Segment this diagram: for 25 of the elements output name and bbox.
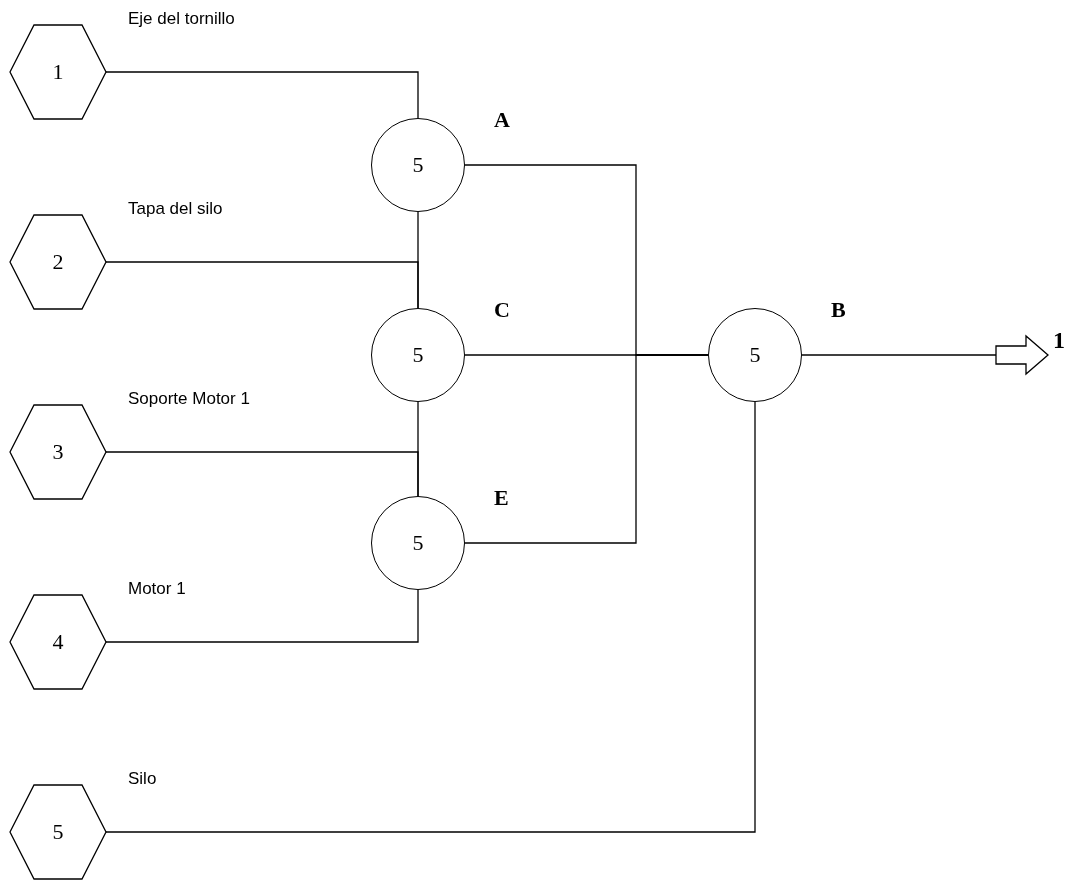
connector-line bbox=[105, 71, 419, 119]
node-number: 4 bbox=[52, 629, 64, 655]
node-number: 1 bbox=[52, 59, 64, 85]
operation-letter: A bbox=[494, 107, 510, 133]
node-number: 5 bbox=[412, 152, 424, 178]
part-name: Tapa del silo bbox=[128, 199, 223, 219]
connector-line bbox=[105, 401, 756, 833]
part-name: Soporte Motor 1 bbox=[128, 389, 250, 409]
connector-line bbox=[105, 589, 419, 643]
connector-line bbox=[417, 211, 419, 309]
node-number: 5 bbox=[749, 342, 761, 368]
node-number: 5 bbox=[412, 530, 424, 556]
operation-letter: B bbox=[831, 297, 846, 323]
connector-line bbox=[417, 401, 419, 497]
node-number: 5 bbox=[52, 819, 64, 845]
operation-letter: E bbox=[494, 485, 509, 511]
connector-line bbox=[464, 354, 709, 544]
node-number: 2 bbox=[52, 249, 64, 275]
part-name: Motor 1 bbox=[128, 579, 186, 599]
part-name: Silo bbox=[128, 769, 157, 789]
part-name: Eje del tornillo bbox=[128, 9, 235, 29]
operation-letter: C bbox=[494, 297, 510, 323]
node-number: 3 bbox=[52, 439, 64, 465]
output-number: 1 bbox=[1053, 326, 1065, 354]
node-number: 5 bbox=[412, 342, 424, 368]
